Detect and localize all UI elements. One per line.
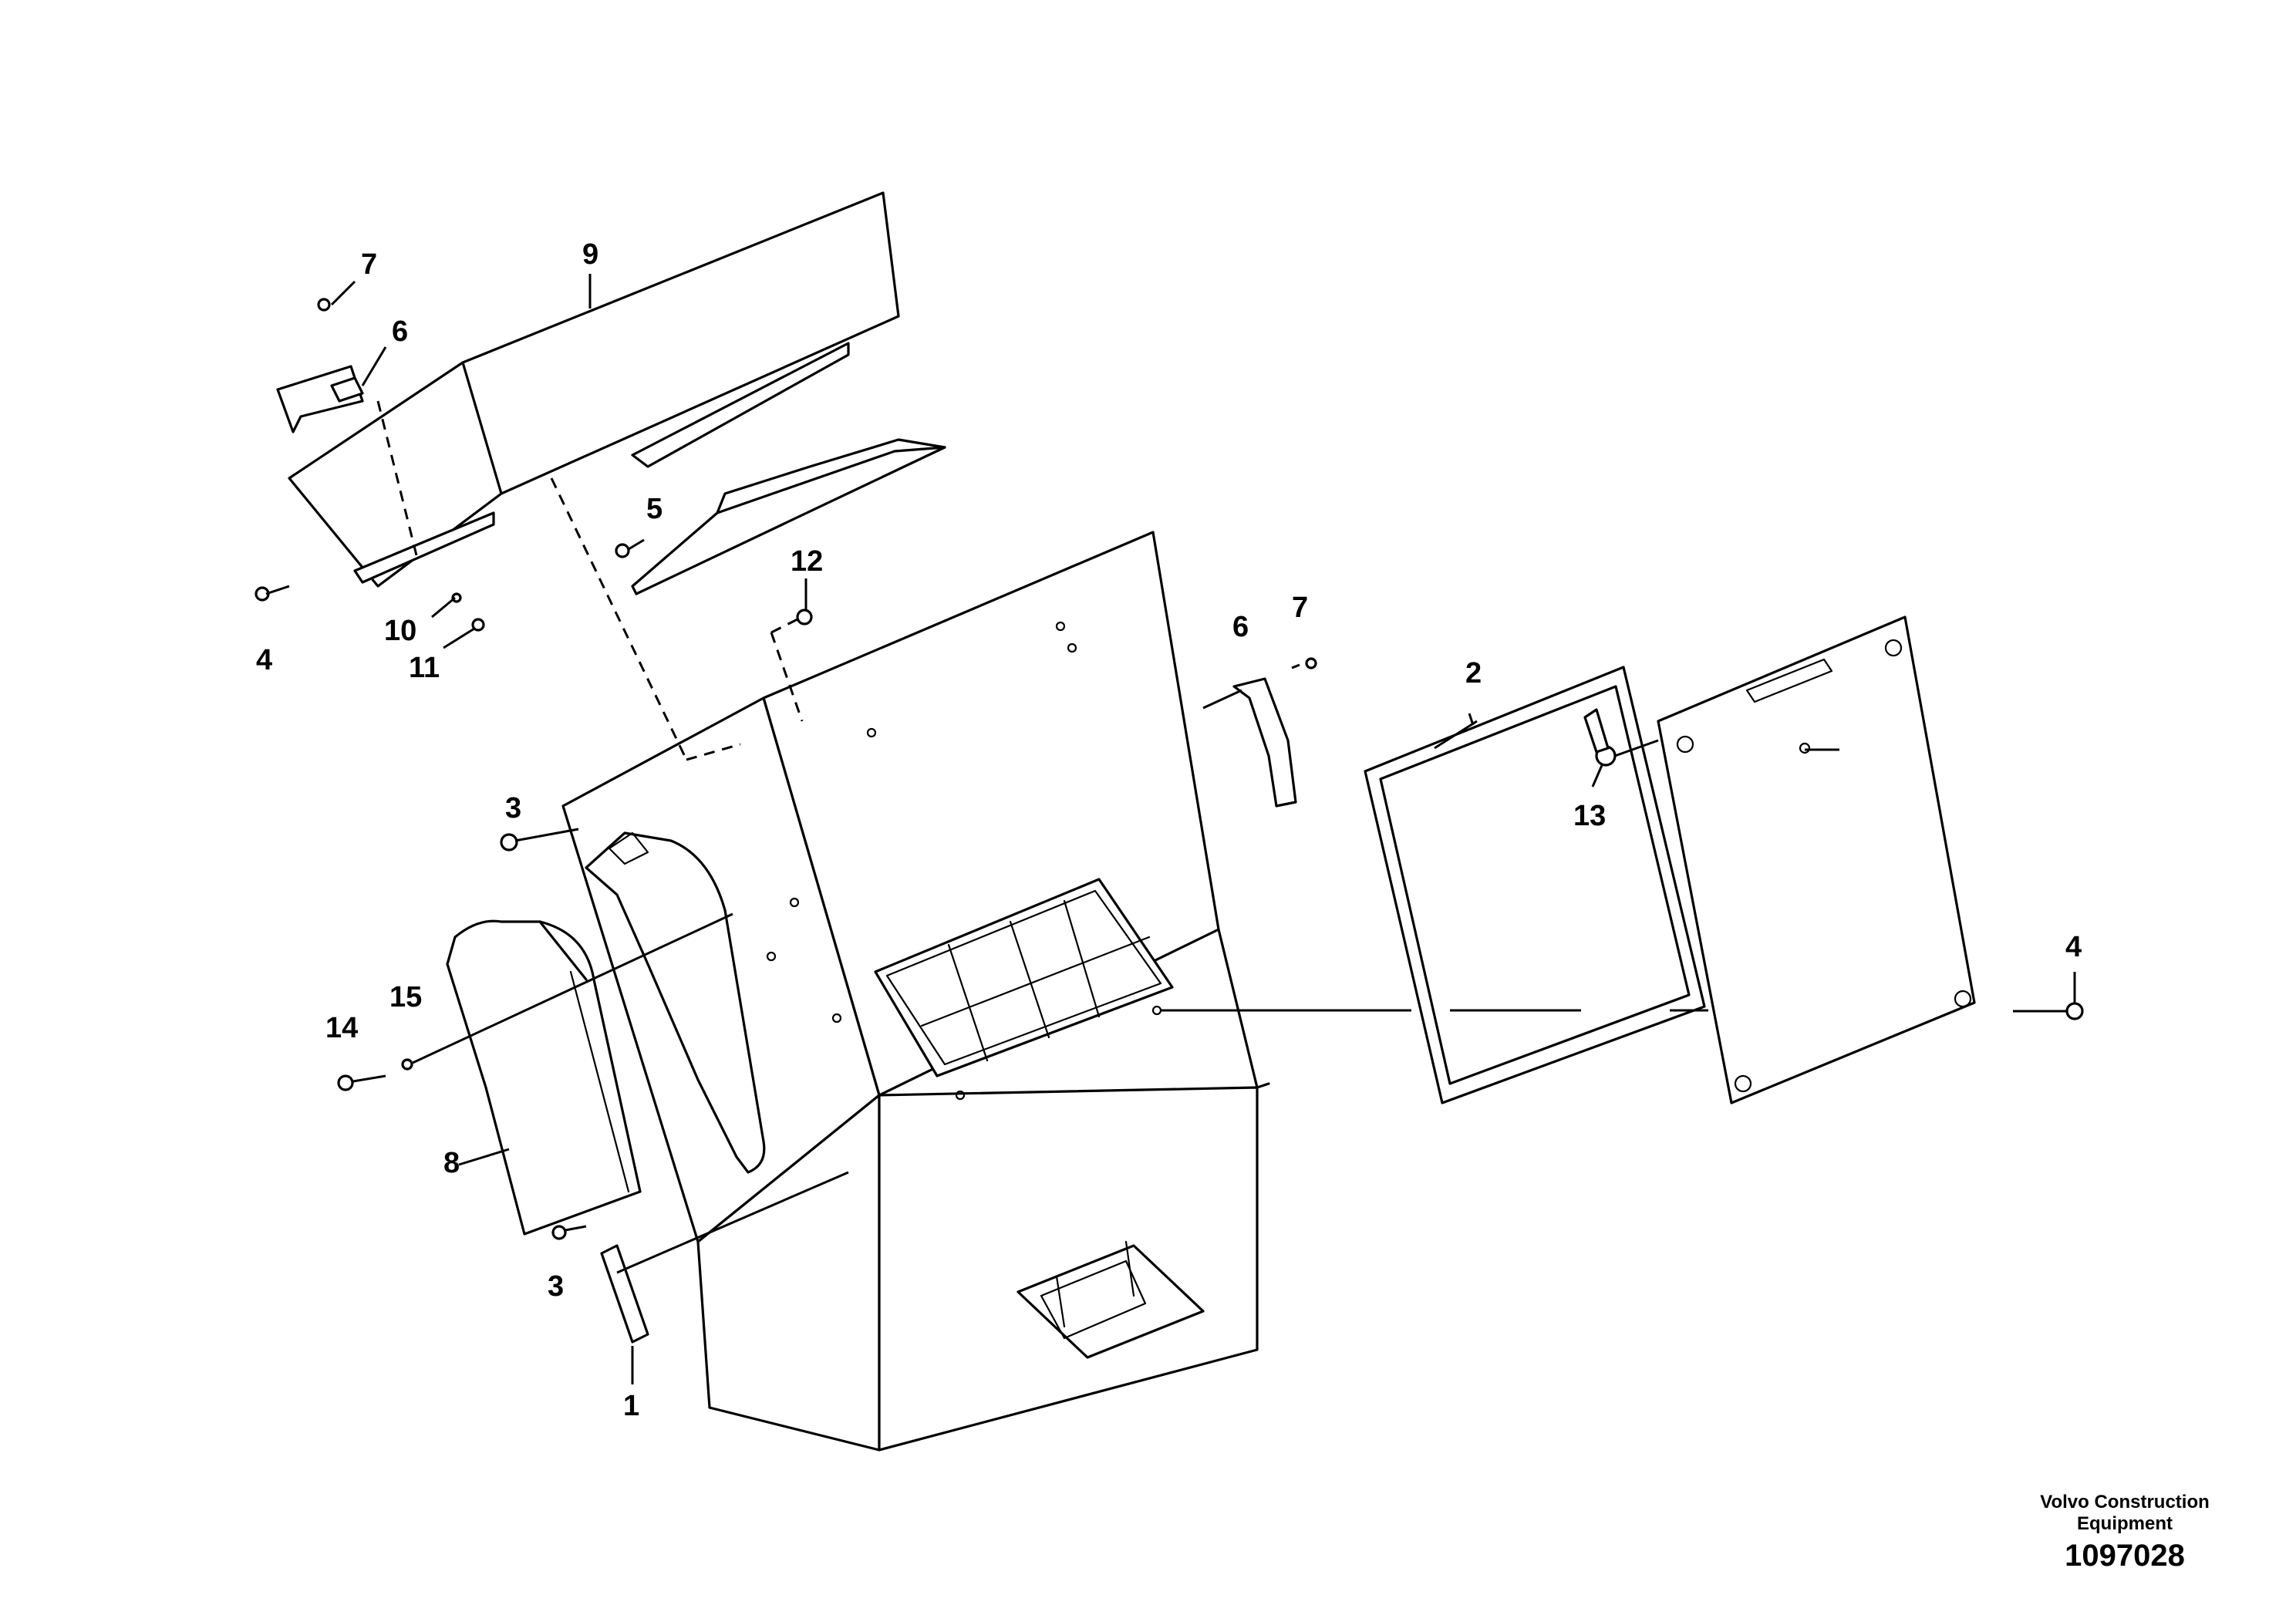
access-lid	[1657, 615, 1976, 1104]
callout-14: 14	[325, 1012, 358, 1044]
callout-7-right: 7	[1292, 592, 1308, 624]
main-housing	[561, 531, 1270, 1452]
leader-lines	[265, 274, 2076, 1384]
callout-13: 13	[1573, 800, 1606, 832]
callout-4-left: 4	[256, 644, 272, 676]
callout-4-right: 4	[2065, 931, 2082, 963]
callout-5: 5	[646, 493, 663, 525]
company-line-1: Volvo Construction	[2040, 1492, 2210, 1512]
footer: Volvo Construction Equipment 1097028	[2040, 1492, 2210, 1573]
callout-7-upper: 7	[361, 248, 377, 281]
upper-cover	[276, 191, 900, 588]
callout-12: 12	[791, 545, 823, 578]
callout-10: 10	[384, 615, 416, 647]
drawing-number: 1097028	[2065, 1539, 2185, 1573]
callout-2: 2	[1465, 657, 1482, 690]
inner-plate	[550, 438, 946, 761]
callout-1: 1	[623, 1390, 639, 1422]
side-cover	[446, 919, 642, 1236]
hardware	[255, 298, 2084, 1344]
company-line-2: Equipment	[2077, 1513, 2173, 1534]
callout-labels: 7 6 9 5 12 4 10 11 3 14 15 8 3 1 6 7 2 1…	[256, 238, 2082, 1422]
callout-8: 8	[443, 1147, 460, 1179]
gasket-frame	[1364, 666, 1706, 1104]
callout-6-upper: 6	[392, 315, 408, 348]
callout-15: 15	[389, 981, 422, 1013]
callout-3-upper: 3	[505, 792, 521, 824]
callout-9: 9	[582, 238, 598, 271]
callout-11: 11	[409, 652, 440, 684]
callout-3-lower: 3	[548, 1270, 564, 1303]
callout-6-right: 6	[1232, 611, 1249, 643]
